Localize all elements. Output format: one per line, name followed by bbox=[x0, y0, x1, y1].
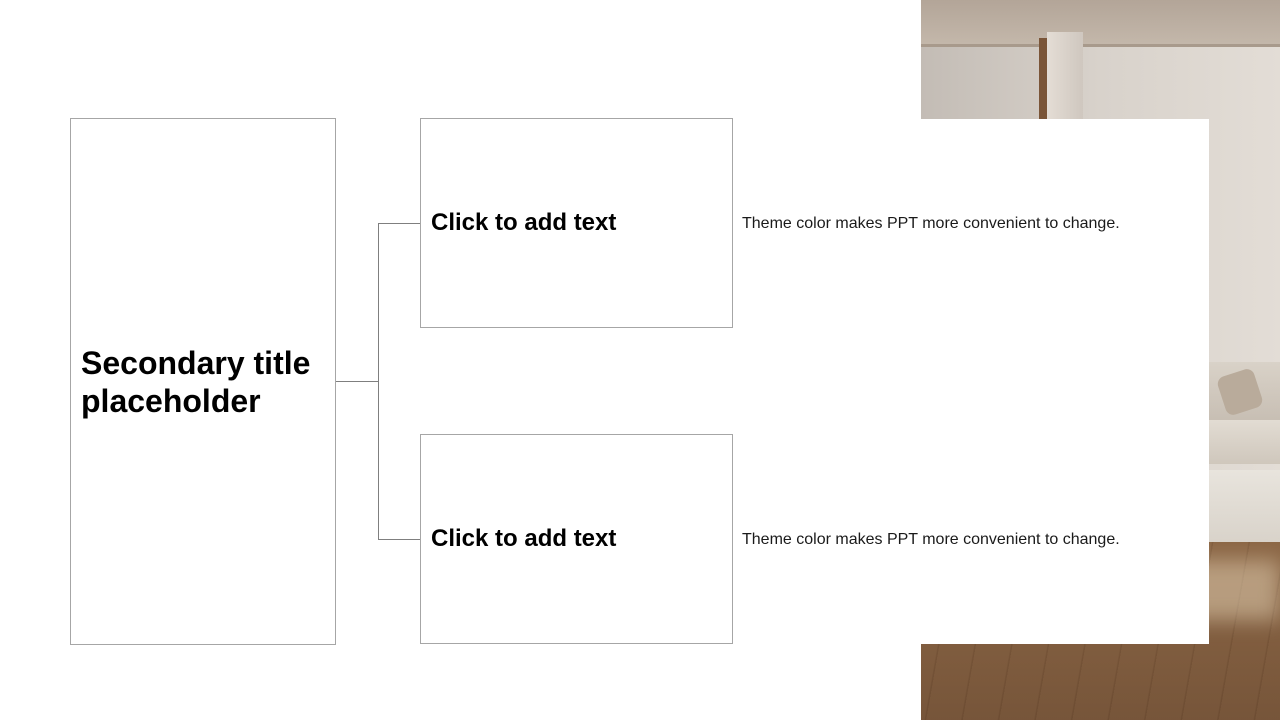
secondary-title[interactable]: Secondary title placeholder bbox=[81, 344, 311, 419]
photo-ceiling-edge bbox=[921, 44, 1280, 47]
item-description-1[interactable]: Theme color makes PPT more convenient to… bbox=[742, 215, 1120, 232]
text-placeholder-box-2[interactable]: Click to add text bbox=[420, 434, 733, 644]
photo-ceiling bbox=[921, 0, 1280, 46]
connector-branch-top bbox=[378, 223, 421, 224]
item-label-2[interactable]: Click to add text bbox=[431, 525, 617, 552]
connector-branch-bottom bbox=[378, 539, 421, 540]
photo-beam bbox=[1047, 32, 1083, 128]
item-label-1[interactable]: Click to add text bbox=[431, 209, 617, 236]
connector-vertical bbox=[378, 223, 379, 540]
title-placeholder-box[interactable]: Secondary title placeholder bbox=[70, 118, 336, 645]
text-placeholder-box-1[interactable]: Click to add text bbox=[420, 118, 733, 328]
item-description-2[interactable]: Theme color makes PPT more convenient to… bbox=[742, 531, 1120, 548]
photo-beam-shadow bbox=[1039, 38, 1047, 128]
content-panel bbox=[733, 119, 1209, 644]
connector-horizontal-main bbox=[336, 381, 379, 382]
